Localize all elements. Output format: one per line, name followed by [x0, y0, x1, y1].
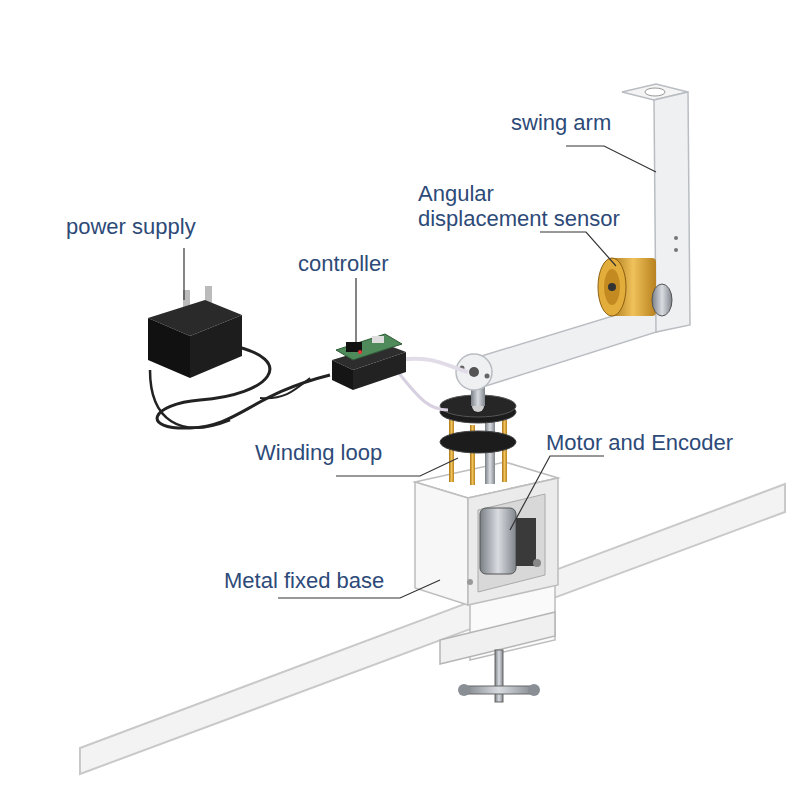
part-label: controller [298, 251, 388, 276]
part-label: Metal fixed base [224, 568, 384, 593]
part-label: Motor and Encoder [546, 430, 733, 455]
part-label: swing arm [511, 110, 611, 135]
angular-sensor [598, 258, 672, 316]
signal-wire [400, 359, 468, 372]
part-label: Winding loop [255, 440, 382, 465]
power-adapter [148, 286, 242, 378]
signal-wire [398, 372, 448, 410]
cable [260, 378, 310, 398]
part-label: Angular displacement sensor [418, 181, 624, 231]
motor [480, 508, 516, 574]
leader-lines [184, 146, 656, 598]
power-cable-loop [150, 370, 230, 428]
controller-board [332, 334, 406, 390]
part-label: power supply [66, 214, 196, 239]
